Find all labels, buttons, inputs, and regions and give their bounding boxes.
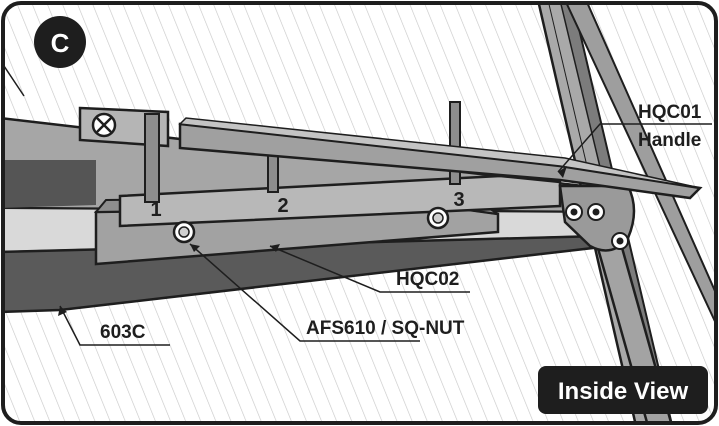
handle-name-label: Handle [638,130,701,151]
position-label-1: 1 [150,199,161,221]
step-badge-label: C [51,28,70,58]
position-label-2: 2 [277,195,288,217]
leader-arrowheads [58,166,567,316]
inside-view-label: Inside View [558,378,689,405]
position-pin-3 [449,101,461,185]
frame-label: 603C [100,322,146,343]
hinge-plate [558,184,636,252]
inside-view-badge: Inside View [538,366,708,414]
washer-screw-icon [426,206,450,230]
position-pin-1 [144,113,160,203]
handle-code-label: HQC01 [638,102,702,123]
bracket-label: HQC02 [396,269,459,290]
fastener-label: AFS610 / SQ-NUT [306,318,465,339]
handle-hqc01 [178,117,703,200]
position-label-3: 3 [453,189,464,211]
vertical-rod [563,3,716,331]
step-badge: C [34,16,86,68]
washer-screw-icon [172,220,196,244]
